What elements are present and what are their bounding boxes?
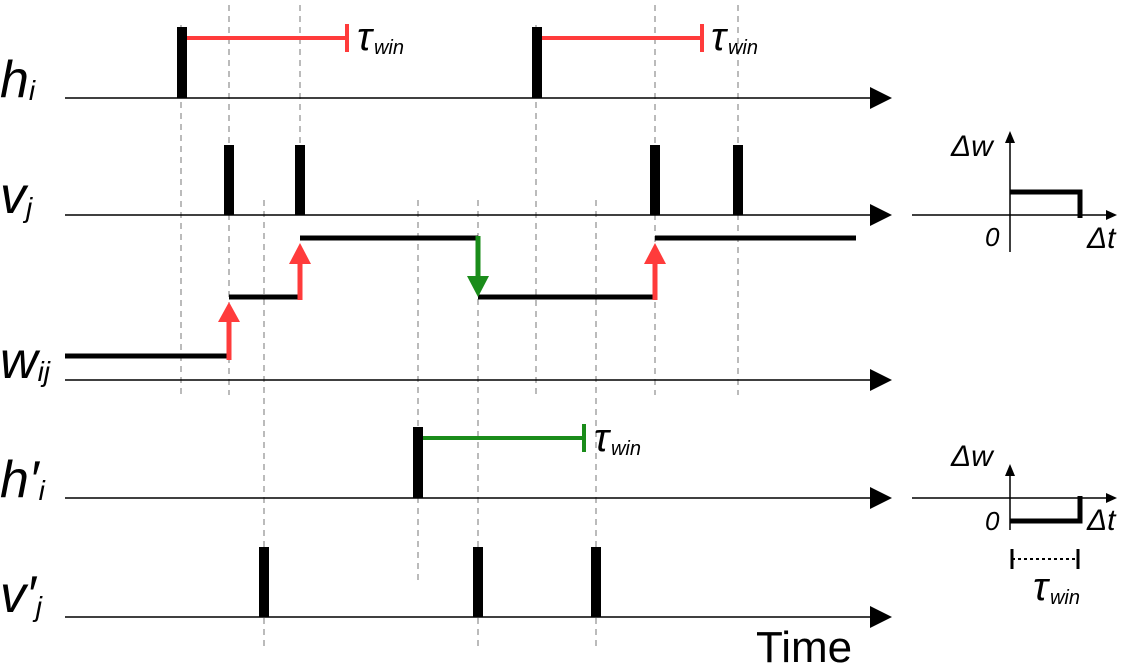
row-label-hprime: h′i — [0, 451, 46, 509]
row-label-w: wij — [0, 332, 51, 390]
spike-v — [733, 145, 743, 215]
spike-v — [295, 145, 305, 215]
origin-label: 0 — [985, 222, 1000, 252]
weight-trace — [65, 235, 856, 359]
arrowhead-icon — [1005, 464, 1015, 476]
arrowhead-icon — [1106, 493, 1117, 503]
row-label-v: vj — [0, 167, 33, 225]
time-axes — [65, 97, 872, 618]
arrowhead-icon — [870, 369, 892, 391]
up-arrow-icon — [644, 243, 666, 300]
arrowhead-icon — [870, 606, 892, 628]
spike-h — [177, 27, 187, 98]
delta-t-label: Δt — [1086, 222, 1117, 255]
delta-w-label: Δw — [950, 130, 995, 163]
delta-t-label: Δt — [1086, 504, 1117, 537]
spike-h — [532, 27, 542, 98]
spike-vprime — [259, 547, 269, 617]
row-label-h: hi — [0, 51, 36, 109]
arrowhead-icon — [870, 487, 892, 509]
time-axis-label: Time — [756, 623, 852, 667]
stdp-plot-potentiation: Δw Δt 0 — [912, 130, 1117, 255]
stdp-window-curve — [1010, 496, 1083, 524]
delta-w-label: Δw — [950, 440, 995, 473]
up-arrow-icon — [218, 302, 240, 360]
arrowhead-icon — [870, 204, 892, 226]
origin-label: 0 — [985, 506, 1000, 536]
spike-hprime — [413, 427, 423, 498]
down-arrow-icon — [467, 236, 489, 297]
spikes — [177, 27, 743, 617]
row-label-vprime: v′j — [0, 566, 43, 624]
up-arrow-icon — [289, 243, 311, 300]
spike-vprime — [591, 547, 601, 617]
arrowhead-icon — [1005, 131, 1015, 143]
spike-v — [224, 145, 234, 215]
arrowhead-icon — [1106, 210, 1117, 220]
spike-vprime — [473, 547, 483, 617]
axis-arrowheads — [870, 87, 892, 628]
arrowhead-icon — [870, 87, 892, 109]
stdp-window-curve — [1010, 189, 1083, 218]
potentiation-arrows — [218, 243, 666, 360]
spike-v — [650, 145, 660, 215]
